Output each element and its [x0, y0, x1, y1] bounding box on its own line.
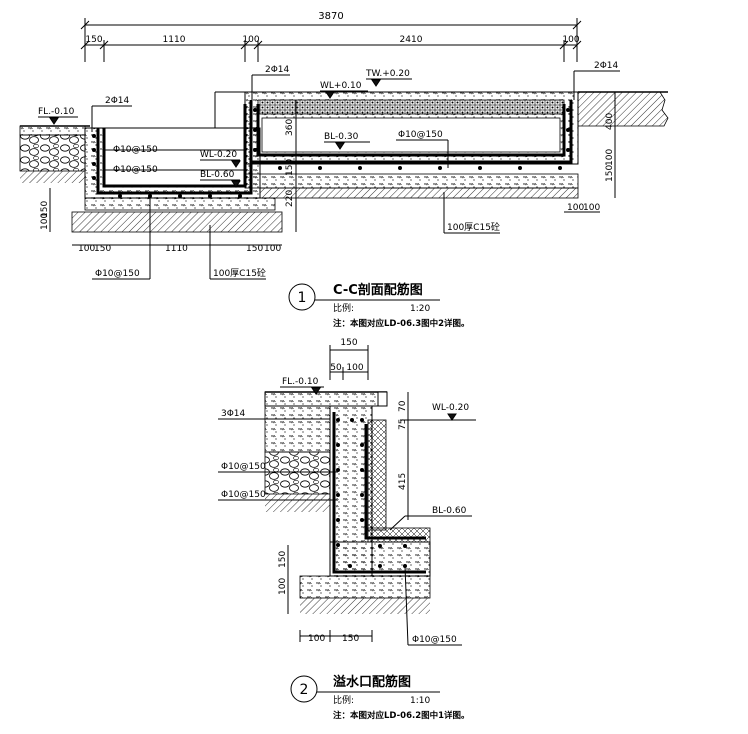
dim2-left-150: 150: [278, 551, 288, 568]
label2-rebar-10-150-b: Φ10@150: [221, 490, 266, 500]
dimension-misc-section-2: 70 75 415 150 100 100 150: [278, 392, 409, 644]
drawing-2-title: 溢水口配筋图: [333, 674, 411, 690]
dim-right-150: 150: [605, 165, 615, 182]
label-bl-right: BL-0.30: [324, 132, 359, 142]
label-rebar-2-14-c: 2Φ14: [594, 61, 619, 71]
dim2-bottom-150: 150: [342, 634, 359, 644]
dim-top-3: 100: [242, 35, 259, 45]
label-rebar-10-150-a: Φ10@150: [113, 145, 158, 155]
label2-bl: BL-0.60: [432, 506, 467, 516]
dim-right-b1: 100: [567, 203, 584, 213]
dim-top-2: 1110: [163, 35, 186, 45]
overflow-detail-drawing: 150 50 100: [218, 338, 476, 721]
dim-bottom-3: 1110: [165, 244, 188, 254]
drawing-2-scale-label: 比例:: [333, 694, 354, 706]
rebar-dots-section-2: [336, 418, 407, 568]
dimension-top-section-2: 150 50 100: [329, 338, 369, 380]
drawing-1-title: C-C剖面配筋图: [333, 282, 423, 298]
dim-right-400: 400: [605, 113, 615, 130]
dim-bottom-5: 100: [264, 244, 281, 254]
dim2-top-split-1: 50: [330, 363, 342, 373]
dim-top-4: 2410: [400, 35, 423, 45]
drawing-2-scale-value: 1:10: [410, 696, 430, 706]
label-concrete-a: 100厚C15砼: [213, 267, 266, 279]
ground-right: [577, 91, 669, 127]
overflow-body: [264, 391, 431, 614]
label-fl: FL.-0.10: [38, 107, 75, 117]
dimension-total: 3870: [80, 11, 582, 62]
label2-rebar-3-14: 3Φ14: [221, 409, 246, 419]
ground-left: [19, 125, 90, 183]
dim-right-b2: 100: [583, 203, 600, 213]
dim-left-150: 150: [40, 201, 50, 218]
dim-total-label: 3870: [318, 11, 343, 22]
dim2-left-100: 100: [278, 578, 288, 595]
dim-360: 360: [285, 119, 295, 136]
dim-bottom-1: 100: [78, 244, 95, 254]
drawing-2-index: 2: [300, 682, 309, 698]
label2-rebar-10-150-a: Φ10@150: [221, 462, 266, 472]
rebar-callouts-section-1: 2Φ14 2Φ14 2Φ14 Φ10@150 Φ10@150 Φ10@150 Φ…: [91, 61, 620, 280]
drawing-1-note: 注：本图对应LD-06.3图中2详图。: [333, 318, 470, 329]
drawing-2-note: 注：本图对应LD-06.2图中1详图。: [333, 710, 470, 721]
label-bl-left: BL-0.60: [200, 170, 235, 180]
dim-top-1: 150: [85, 35, 102, 45]
label-rebar-2-14-a: 2Φ14: [105, 96, 130, 106]
labels-section-2: FL.-0.10 WL-0.20 BL-0.60 3Φ14 Φ10@150 Φ1…: [218, 377, 476, 646]
label-concrete-b: 100厚C15砼: [447, 221, 500, 233]
label-rebar-10-150-d: Φ10@150: [95, 269, 140, 279]
dim2-bottom-100: 100: [308, 634, 325, 644]
section-c-c-drawing: 3870 150 1110 100 2410 100: [19, 11, 669, 329]
dim-top-5: 100: [562, 35, 579, 45]
dim-right-100: 100: [605, 149, 615, 166]
basin-left: [71, 100, 283, 233]
dim-bottom-4: 150: [246, 244, 263, 254]
rebar-dots-section-1: [92, 108, 570, 198]
dim2-top: 150: [340, 338, 357, 348]
level-labels-section-1: FL.-0.10 TW.+0.20 WL+0.10 WL-0.20 BL-0.6…: [38, 69, 412, 188]
label-rebar-2-14-b: 2Φ14: [265, 65, 290, 75]
dim2-right-75: 75: [398, 419, 408, 430]
label2-rebar-10-150-c: Φ10@150: [412, 635, 457, 645]
dim-left-100: 100: [40, 213, 50, 230]
label2-wl: WL-0.20: [432, 403, 469, 413]
label-rebar-10-150-c: Φ10@150: [398, 130, 443, 140]
drawing-1-scale-label: 比例:: [333, 302, 354, 314]
dim-150b: 150: [285, 159, 295, 176]
title-block-1: 1 C-C剖面配筋图 比例: 1:20 注：本图对应LD-06.3图中2详图。: [288, 282, 470, 329]
drawing-1-index: 1: [298, 290, 307, 306]
dimension-misc-section-1: 360 150 220 150 100 100 150 1110 150 100…: [40, 92, 616, 254]
drawing-1-scale-value: 1:20: [410, 304, 430, 314]
label2-fl: FL.-0.10: [282, 377, 319, 387]
dim-bottom-2: 150: [94, 244, 111, 254]
label-wl-top: WL+0.10: [320, 81, 362, 91]
dim-220: 220: [285, 190, 295, 207]
title-block-2: 2 溢水口配筋图 比例: 1:10 注：本图对应LD-06.2图中1详图。: [290, 674, 470, 721]
dim2-top-split-2: 100: [346, 363, 363, 373]
dim2-right-70: 70: [398, 400, 408, 412]
dimension-top-chain: 150 1110 100 2410 100: [80, 35, 582, 62]
label-tw: TW.+0.20: [365, 69, 410, 79]
dim2-right-415: 415: [398, 473, 408, 490]
label-rebar-10-150-b: Φ10@150: [113, 165, 158, 175]
basin-right: [214, 91, 579, 199]
label-wl: WL-0.20: [200, 150, 237, 160]
